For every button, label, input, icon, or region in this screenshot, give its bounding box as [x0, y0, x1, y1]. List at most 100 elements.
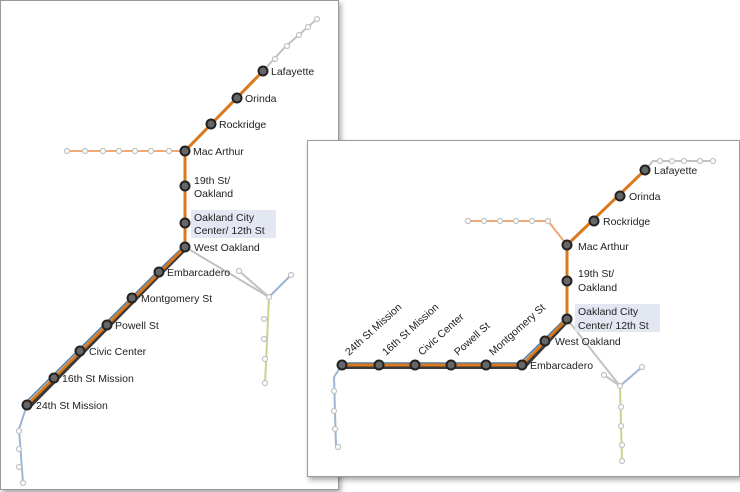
minor-stop — [15, 427, 23, 435]
station-marker[interactable] — [561, 275, 573, 287]
minor-stop — [709, 157, 717, 165]
minor-stop — [696, 157, 704, 165]
label-line: Oakland — [194, 188, 233, 200]
station-marker[interactable] — [153, 266, 165, 278]
minor-stop — [261, 379, 269, 387]
station-label-19th-st-oakland: 19th St/ Oakland — [578, 268, 617, 294]
station-marker[interactable] — [48, 372, 60, 384]
station-marker[interactable] — [373, 359, 385, 371]
station-marker[interactable] — [126, 292, 138, 304]
station-label-civic-center: Civic Center — [89, 346, 147, 358]
minor-stop — [656, 157, 664, 165]
minor-stop — [235, 267, 243, 275]
station-label-orinda: Orinda — [245, 93, 277, 105]
station-label-16th-st-mission: 16th St Mission — [62, 373, 134, 385]
minor-stop — [313, 15, 321, 23]
label-line: Oakland — [578, 282, 617, 294]
minor-stop — [680, 157, 688, 165]
minor-stop — [115, 147, 123, 155]
station-marker[interactable] — [231, 92, 243, 104]
station-marker[interactable] — [179, 241, 191, 253]
minor-stop — [283, 42, 291, 50]
minor-stop — [334, 443, 342, 451]
minor-stop — [15, 463, 23, 471]
minor-stop — [287, 271, 295, 279]
minor-stop — [600, 371, 608, 379]
minor-stops — [15, 15, 321, 487]
minor-stop — [260, 315, 268, 323]
station-label-embarcadero: Embarcadero — [167, 267, 230, 279]
right-map-panel: Lafayette Orinda Rockridge Mac Arthur 19… — [307, 140, 740, 477]
station-marker[interactable] — [336, 359, 348, 371]
label-line: Center/ 12th St — [578, 320, 649, 332]
station-label-embarcadero: Embarcadero — [530, 360, 593, 372]
station-marker[interactable] — [409, 359, 421, 371]
station-label-rockridge: Rockridge — [603, 216, 650, 228]
station-label-19th-st-oakland: 19th St/ Oakland — [194, 175, 233, 200]
fremont-branch-line-blue — [619, 366, 643, 387]
minor-stop — [618, 457, 626, 465]
minor-stop — [147, 147, 155, 155]
station-marker[interactable] — [21, 399, 33, 411]
label-line: 19th St/ — [578, 268, 614, 280]
minor-stop — [616, 382, 624, 390]
station-label-powell-st: Powell St — [115, 320, 159, 332]
fremont-branch-line-blue — [268, 274, 292, 298]
minor-stop — [668, 157, 676, 165]
label-highlight — [575, 304, 660, 332]
airport-branch-line — [17, 404, 28, 484]
minor-stop — [512, 217, 520, 225]
station-label-west-oakland: West Oakland — [194, 242, 260, 254]
minor-stop — [271, 55, 279, 63]
minor-stop — [617, 422, 625, 430]
left-map-panel: Lafayette Orinda Rockridge Mac Arthur 19… — [0, 0, 339, 490]
station-marker[interactable] — [257, 65, 269, 77]
station-marker[interactable] — [74, 345, 86, 357]
station-label-mac-arthur: Mac Arthur — [578, 241, 629, 253]
station-marker[interactable] — [445, 359, 457, 371]
station-marker[interactable] — [205, 118, 217, 130]
station-marker[interactable] — [179, 180, 191, 192]
minor-stop — [528, 217, 536, 225]
minor-stop — [295, 31, 303, 39]
station-label-west-oakland: West Oakland — [555, 336, 621, 348]
station-marker[interactable] — [539, 335, 551, 347]
station-marker[interactable] — [561, 239, 573, 251]
station-marker[interactable] — [614, 190, 626, 202]
minor-stop — [618, 441, 626, 449]
label-line: 19th St/ — [194, 175, 230, 187]
minor-stop — [131, 147, 139, 155]
label-highlight — [191, 210, 276, 238]
minor-stop — [15, 445, 23, 453]
minor-stop — [260, 335, 268, 343]
minor-stop — [265, 293, 273, 301]
station-label-montgomery-st: Montgomery St — [141, 293, 212, 305]
station-marker[interactable] — [101, 319, 113, 331]
minor-stop — [464, 217, 472, 225]
station-marker[interactable] — [588, 215, 600, 227]
station-marker[interactable] — [179, 217, 191, 229]
station-marker[interactable] — [480, 359, 492, 371]
station-label-24th-st-mission: 24th St Mission — [36, 400, 108, 412]
minor-stop — [617, 403, 625, 411]
station-marker[interactable] — [179, 145, 191, 157]
station-label-lafayette: Lafayette — [654, 165, 697, 177]
minor-stop — [99, 147, 107, 155]
minor-stop — [63, 147, 71, 155]
stations: Lafayette Orinda Rockridge Mac Arthur 19… — [336, 164, 697, 372]
stations: Lafayette Orinda Rockridge Mac Arthur 19… — [21, 65, 314, 412]
richmond-branch-line — [468, 220, 568, 246]
minor-stop — [330, 407, 338, 415]
minor-stop — [165, 147, 173, 155]
label-line: Center/ 12th St — [194, 225, 265, 237]
station-marker[interactable] — [516, 359, 528, 371]
station-marker[interactable] — [561, 313, 573, 325]
minor-stop — [496, 217, 504, 225]
minor-stop — [638, 363, 646, 371]
minor-stop — [480, 217, 488, 225]
station-marker[interactable] — [639, 164, 651, 176]
fremont-branch-line-yellow — [264, 296, 270, 386]
airport-branch-line — [332, 364, 343, 448]
branch-lines — [17, 18, 318, 484]
minor-stop — [331, 425, 339, 433]
